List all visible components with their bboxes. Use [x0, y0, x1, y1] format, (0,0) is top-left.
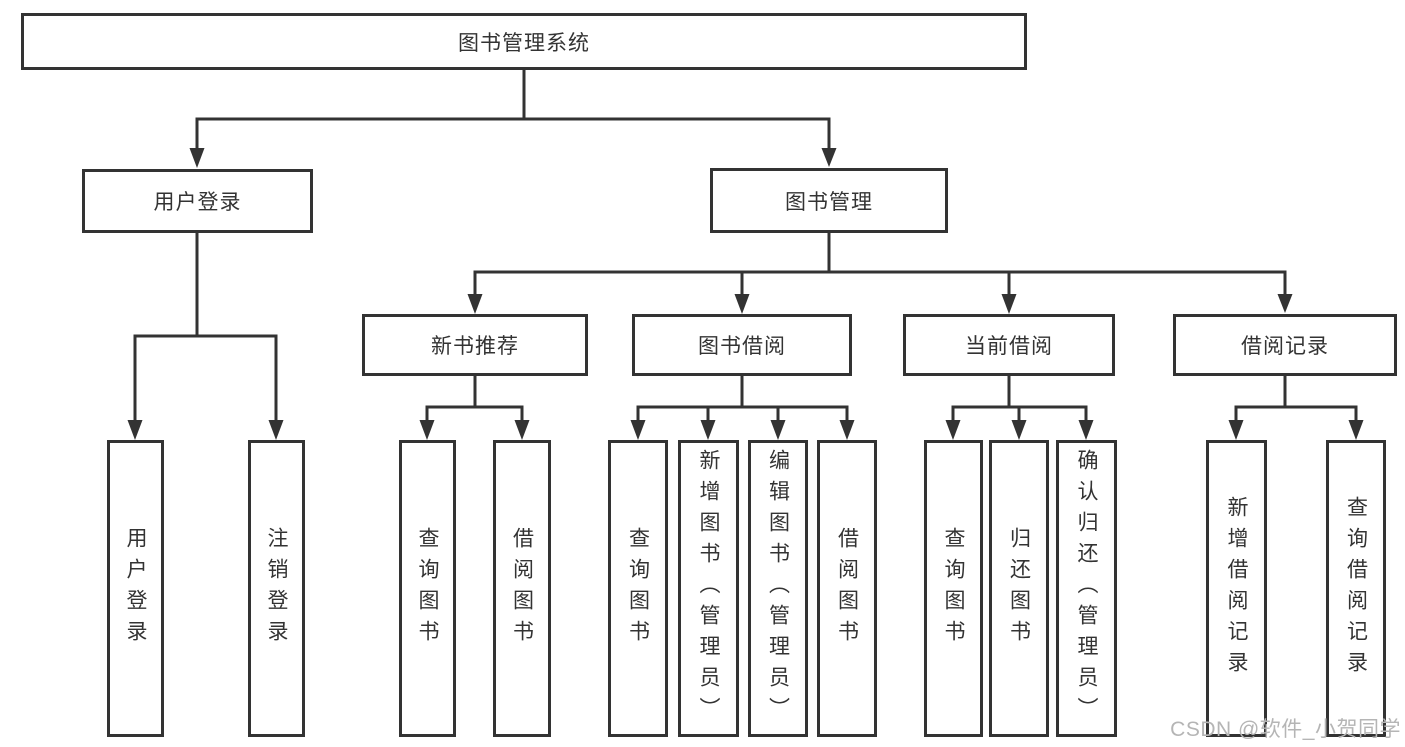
leaf-edit-books-admin-label: 编辑图书（管理员）	[766, 449, 790, 728]
leaf-borrow-books-borrowing: 借阅图书	[817, 440, 877, 737]
leaf-user-login-label: 用户登录	[124, 526, 147, 651]
node-book-management-label: 图书管理	[785, 190, 873, 214]
leaf-confirm-return-admin-label: 确认归还（管理员）	[1075, 449, 1098, 728]
node-user-login: 用户登录	[82, 169, 313, 233]
leaf-borrow-books-recommend-label: 借阅图书	[510, 526, 534, 651]
leaf-query-books-borrowing: 查询图书	[608, 440, 668, 737]
node-new-book-recommend: 新书推荐	[362, 314, 588, 376]
node-book-borrowing: 图书借阅	[632, 314, 852, 376]
leaf-query-borrow-record-label: 查询借阅记录	[1344, 495, 1368, 682]
leaf-query-books-current-label: 查询图书	[942, 526, 965, 651]
node-new-book-recommend-label: 新书推荐	[431, 335, 519, 358]
leaf-add-borrow-record-label: 新增借阅记录	[1225, 495, 1248, 682]
arrowhead-icons	[127, 148, 1364, 440]
node-borrowing-records-label: 借阅记录	[1241, 335, 1329, 358]
leaf-query-books-borrowing-label: 查询图书	[626, 526, 650, 651]
leaf-edit-books-admin: 编辑图书（管理员）	[748, 440, 808, 737]
leaf-borrow-books-borrowing-label: 借阅图书	[835, 526, 859, 651]
leaf-add-books-admin: 新增图书（管理员）	[678, 440, 739, 737]
node-root-label: 图书管理系统	[458, 31, 590, 55]
leaf-logout: 注销登录	[248, 440, 305, 737]
watermark: CSDN @软件_小贺同学	[1170, 718, 1401, 741]
leaf-confirm-return-admin: 确认归还（管理员）	[1056, 440, 1117, 737]
leaf-return-books-label: 归还图书	[1007, 526, 1031, 651]
leaf-query-books-current: 查询图书	[924, 440, 983, 737]
leaf-borrow-books-recommend: 借阅图书	[493, 440, 551, 737]
node-book-borrowing-label: 图书借阅	[698, 335, 786, 358]
node-book-management: 图书管理	[710, 168, 948, 233]
node-root: 图书管理系统	[21, 13, 1027, 70]
leaf-query-books-recommend-label: 查询图书	[416, 526, 439, 651]
leaf-add-books-admin-label: 新增图书（管理员）	[697, 449, 720, 728]
node-user-login-label: 用户登录	[153, 191, 242, 214]
leaf-return-books: 归还图书	[989, 440, 1049, 737]
leaf-user-login: 用户登录	[107, 440, 164, 737]
leaf-logout-label: 注销登录	[265, 526, 288, 651]
node-current-borrowing: 当前借阅	[903, 314, 1115, 376]
leaf-add-borrow-record: 新增借阅记录	[1206, 440, 1267, 737]
leaf-query-borrow-record: 查询借阅记录	[1326, 440, 1386, 737]
node-current-borrowing-label: 当前借阅	[965, 335, 1053, 358]
leaf-query-books-recommend: 查询图书	[399, 440, 456, 737]
node-borrowing-records: 借阅记录	[1173, 314, 1397, 376]
